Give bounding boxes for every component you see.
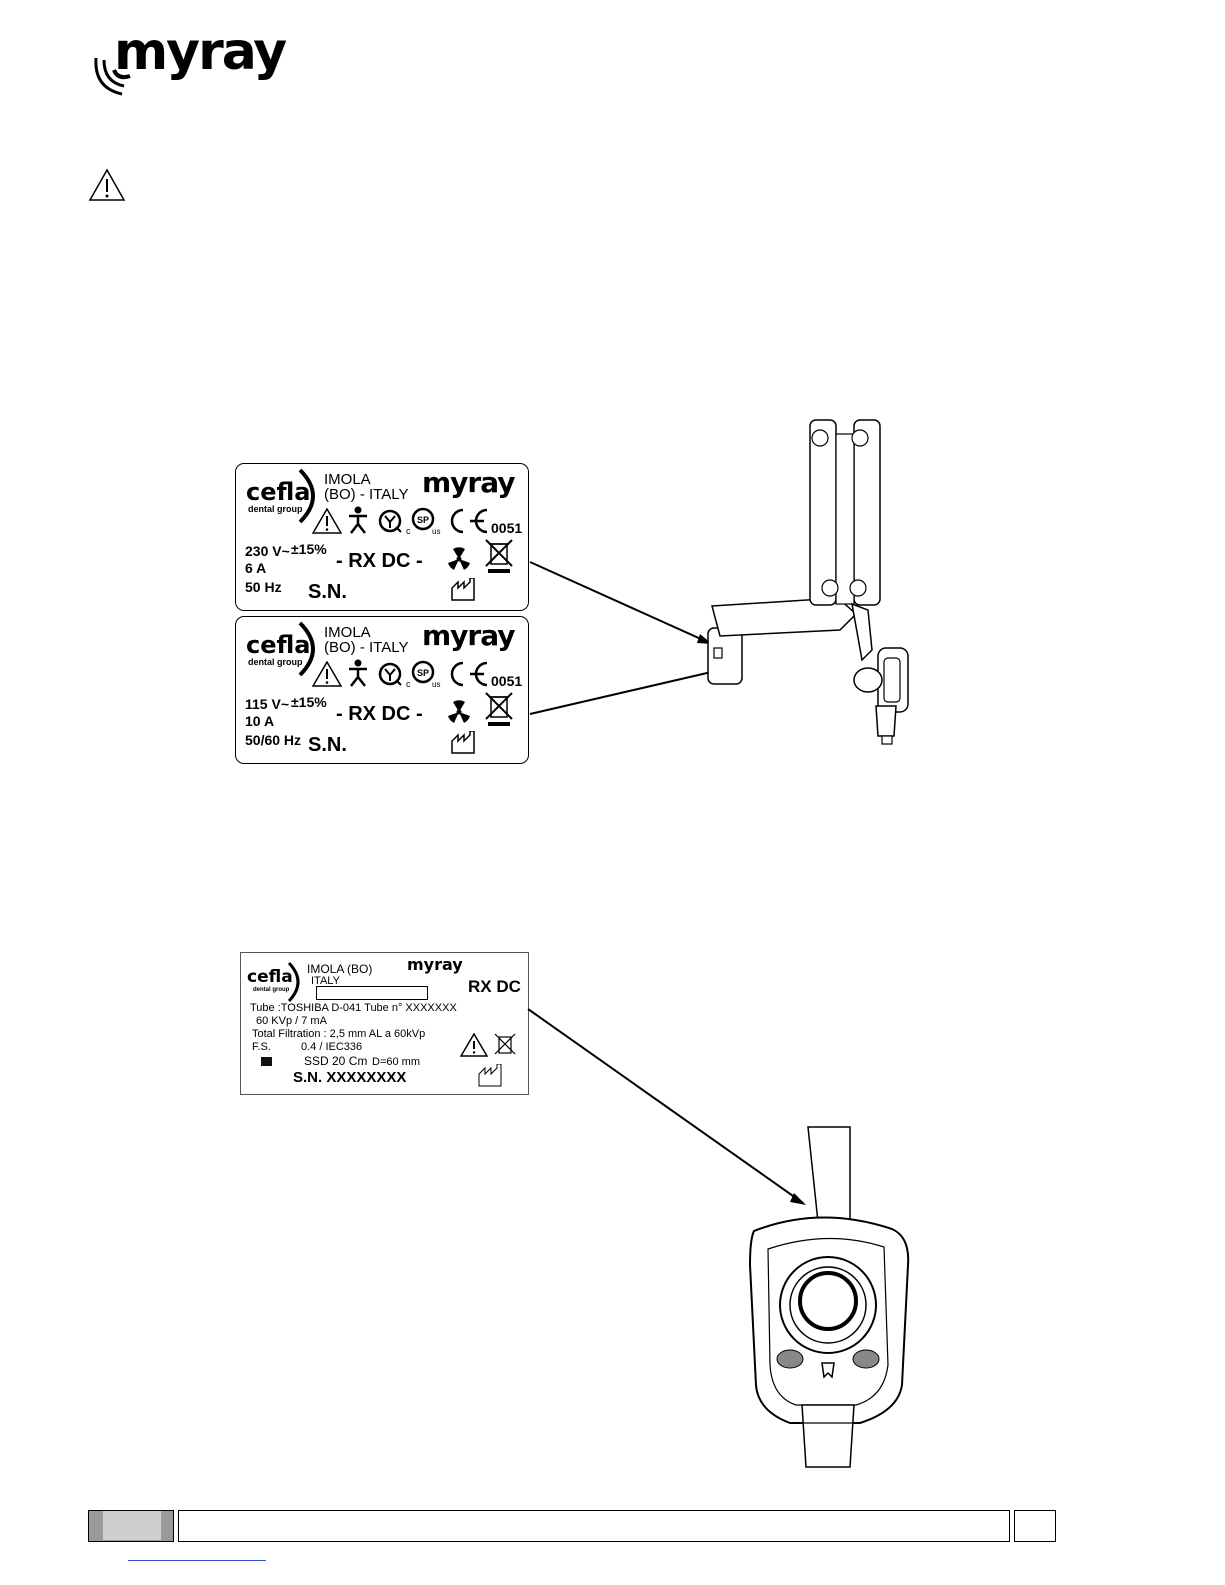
- tube-label-tube: Tube :TOSHIBA D-041 Tube n° XXXXXXX: [250, 1002, 457, 1014]
- weee-bin-icon: [494, 1033, 516, 1055]
- footer-tab-left: [88, 1510, 174, 1542]
- tube-label-distance: D=60 mm: [372, 1056, 420, 1068]
- ce-mark-icon: [450, 661, 488, 687]
- svg-text:SP: SP: [417, 668, 429, 678]
- ce-number: 0051: [491, 673, 523, 689]
- weee-bin-icon: [485, 539, 513, 573]
- applied-part-icon: [349, 659, 367, 687]
- footer-bar: [178, 1510, 1010, 1542]
- tube-label-model: RX DC: [468, 977, 521, 996]
- focal-spot-icon: [261, 1057, 272, 1066]
- tube-label-ssd: SSD 20 Cm: [304, 1054, 368, 1068]
- label-tolerance: ±15%: [291, 541, 327, 557]
- label-tolerance: ±15%: [291, 694, 327, 710]
- cefla-swoosh-icon: [298, 468, 315, 524]
- warning-icon: [88, 168, 126, 201]
- cefla-swoosh-icon: [287, 961, 300, 1003]
- warning-icon: [460, 1033, 488, 1057]
- label-region: (BO) - ITALY: [324, 639, 409, 656]
- tube-label-blank-field: [316, 986, 428, 1000]
- tube-label-serial: S.N. XXXXXXXX: [293, 1069, 407, 1086]
- applied-part-icon: [349, 506, 367, 534]
- csa-icon: SP: [411, 507, 435, 531]
- ce-mark-icon: [450, 508, 488, 534]
- footer-link-underline: [128, 1560, 266, 1561]
- warning-icon: [312, 508, 342, 534]
- rating-label-230v: cefla dental group IMOLA (BO) - ITALY my…: [235, 463, 529, 611]
- label-serial: S.N.: [308, 581, 347, 603]
- quality-mark-icon: [378, 662, 402, 686]
- label-voltage: 230 V~: [245, 543, 290, 559]
- tube-head-illustration: [527, 1008, 910, 1468]
- tube-label-filtration: Total Filtration : 2,5 mm AL a 60kVp: [252, 1028, 426, 1040]
- label-serial: S.N.: [308, 734, 347, 756]
- manufacturer-icon: [451, 578, 475, 601]
- label-current: 6 A: [245, 560, 267, 576]
- label-frequency: 50 Hz: [245, 579, 282, 595]
- logo-smile-icon: [94, 57, 131, 96]
- cefla-logo: cefla dental group: [244, 468, 318, 524]
- label-frequency: 50/60 Hz: [245, 732, 302, 748]
- cefla-swoosh-icon: [298, 621, 315, 677]
- manufacturer-icon: [478, 1064, 502, 1087]
- label-model: - RX DC -: [336, 550, 423, 572]
- ce-number: 0051: [491, 520, 523, 536]
- label-voltage: 115 V~: [245, 696, 289, 712]
- tube-label-country: ITALY: [311, 975, 340, 987]
- warning-icon: [312, 661, 342, 687]
- tube-label-fs-value: 0.4 / IEC336: [301, 1041, 363, 1053]
- rating-label-115v: cefla dental group IMOLA (BO) - ITALY my…: [235, 616, 529, 764]
- label-brand: myray: [422, 466, 516, 499]
- radiation-icon: [448, 700, 470, 723]
- label-model: - RX DC -: [336, 703, 423, 725]
- quality-mark-icon: [378, 509, 402, 533]
- label-region: (BO) - ITALY: [324, 486, 409, 503]
- manufacturer-icon: [451, 731, 475, 754]
- tube-label-kvp: 60 KVp / 7 mA: [256, 1015, 327, 1027]
- csa-icon: SP: [411, 660, 435, 684]
- header-logo: myray: [88, 22, 288, 102]
- cefla-logo: cefla dental group: [244, 621, 318, 677]
- tube-rating-label: cefla dental group IMOLA (BO) ITALY myra…: [240, 952, 529, 1095]
- label-city: IMOLA: [324, 624, 371, 641]
- radiation-icon: [448, 547, 470, 570]
- weee-bin-icon: [485, 692, 513, 726]
- header-brand: myray: [114, 22, 287, 82]
- label-brand: myray: [422, 619, 516, 652]
- tube-label-brand: myray: [407, 955, 463, 974]
- tube-label-fs: F.S.: [252, 1041, 271, 1053]
- svg-text:SP: SP: [417, 515, 429, 525]
- tube-label-city: IMOLA (BO): [307, 962, 373, 976]
- wall-arm-illustration: [529, 419, 909, 745]
- footer-page-box: [1014, 1510, 1056, 1542]
- label-city: IMOLA: [324, 471, 371, 488]
- label-current: 10 A: [245, 713, 275, 729]
- cefla-logo: cefla dental group: [245, 961, 303, 1003]
